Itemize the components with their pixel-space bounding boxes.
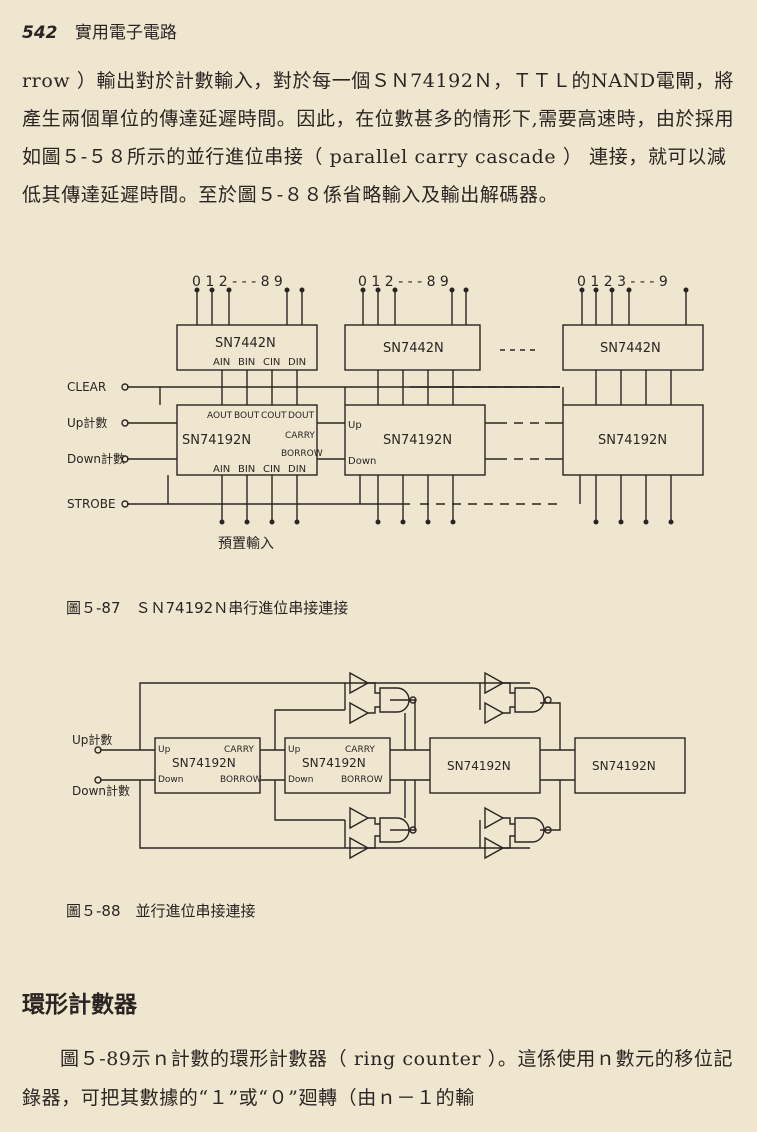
fig88-c2-down: Down	[288, 775, 314, 785]
fig88-c1-down: Down	[158, 775, 184, 785]
section-title: 環形計數器	[22, 992, 137, 1018]
page-header: 542 實用電子電路	[22, 18, 177, 43]
clear-label: CLEAR	[67, 380, 106, 394]
fig88-counter-2	[284, 737, 391, 794]
fig88-c1-up: Up	[158, 745, 171, 755]
decoder-box-3	[562, 324, 704, 371]
down-count-label-88: Down計數	[72, 783, 130, 798]
preset-input-a: AIN	[213, 464, 230, 475]
digits-label-1: 0 1 2 - - - 8 9	[192, 274, 283, 290]
counter-2-up: Up	[348, 420, 362, 431]
digits-label-3: 0 1 2 3 - - - 9	[577, 274, 668, 290]
fig88-c1-label: SN74192N	[172, 756, 236, 770]
fig88-counter-3	[429, 737, 541, 794]
counter-3-label: SN74192N	[598, 433, 667, 448]
decoder-input-a: AIN	[213, 357, 230, 368]
down-count-label-87: Down計數	[67, 451, 125, 466]
fig88-c2-up: Up	[288, 745, 301, 755]
borrow-label-87: BORROW	[281, 449, 323, 459]
digits-label-2: 0 1 2 - - - 8 9	[358, 274, 449, 290]
up-count-label-88: Up計數	[72, 732, 112, 747]
figure-5-88-caption: 圖５-88 並行進位串接連接	[66, 902, 256, 920]
body-paragraph-2: 圖５-89示ｎ計數的環形計數器（ ring counter ）。這係使用ｎ數元的…	[22, 1048, 734, 1109]
counter-2-down: Down	[348, 456, 376, 467]
fig88-c4-label: SN74192N	[592, 759, 656, 773]
page-number: 542	[22, 23, 58, 43]
counter-box-2	[344, 404, 486, 476]
decoder-input-b: BIN	[238, 357, 255, 368]
figure-5-87-caption: 圖５-87 ＳＮ74192Ｎ串行進位串接連接	[66, 599, 349, 617]
body-paragraph-1: rrow ）輸出對於計數輸入，對於每一個ＳＮ74192Ｎ，ＴＴＬ的NAND電閘，…	[22, 70, 735, 206]
fig88-c3-label: SN74192N	[447, 759, 511, 773]
strobe-label: STROBE	[67, 497, 116, 511]
counter-output-b: BOUT	[234, 411, 260, 421]
preset-input-label: 預置輸入	[218, 536, 274, 552]
decoder-1-label: SN7442N	[215, 336, 276, 351]
decoder-input-c: CIN	[263, 357, 280, 368]
preset-input-d: DIN	[288, 464, 306, 475]
decoder-input-d: DIN	[288, 357, 306, 368]
decoder-2-label: SN7442N	[383, 341, 444, 356]
preset-input-c: CIN	[263, 464, 280, 475]
fig88-c2-label: SN74192N	[302, 756, 366, 770]
fig88-counter-4	[574, 737, 686, 794]
counter-output-a: AOUT	[207, 411, 233, 421]
up-count-label-87: Up計數	[67, 415, 107, 430]
fig88-c2-borrow: BORROW	[341, 775, 383, 785]
counter-1-label: SN74192N	[182, 433, 251, 448]
fig88-c2-carry: CARRY	[345, 745, 375, 755]
fig88-c1-carry: CARRY	[224, 745, 254, 755]
fig88-c1-borrow: BORROW	[220, 775, 262, 785]
preset-input-b: BIN	[238, 464, 255, 475]
decoder-3-label: SN7442N	[600, 341, 661, 356]
counter-output-c: COUT	[261, 411, 287, 421]
fig88-counter-1	[154, 737, 261, 794]
carry-label-87: CARRY	[285, 431, 315, 441]
counter-box-3	[562, 404, 704, 476]
decoder-box-2	[344, 324, 481, 371]
counter-output-d: DOUT	[288, 411, 315, 421]
book-title: 實用電子電路	[74, 23, 177, 43]
counter-2-label: SN74192N	[383, 433, 452, 448]
